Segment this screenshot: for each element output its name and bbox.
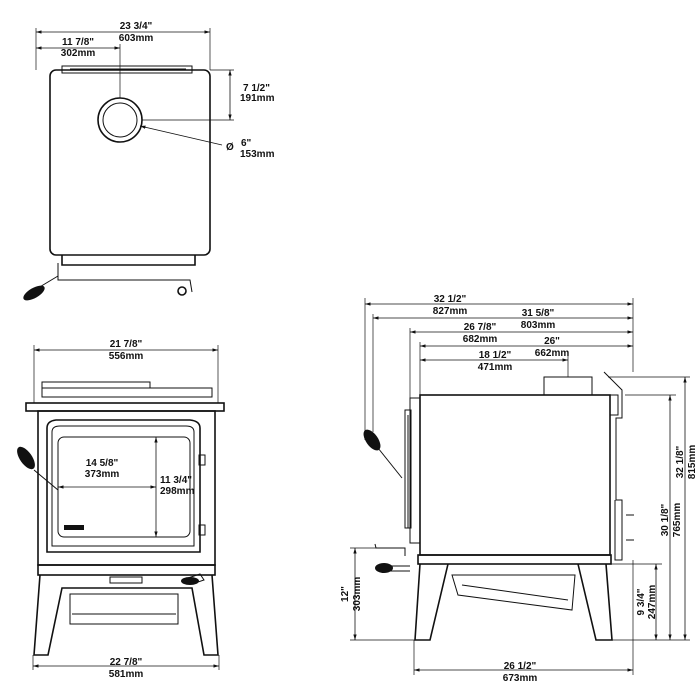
label-flue-from-front-imperial: 18 1/2" — [479, 350, 512, 361]
label-overall-height-metric: 815mm — [687, 445, 698, 480]
side-body — [419, 394, 611, 556]
front-view: 21 7/8" 556mm 14 5/8" 373mm 11 3/4" 298m… — [17, 339, 225, 680]
front-leg — [414, 563, 449, 641]
door-frame — [46, 419, 201, 553]
label-handle-height-metric: 303mm — [352, 577, 363, 612]
label-overall-width-metric: 603mm — [119, 33, 154, 44]
label-flue-diameter-imperial: 6" — [241, 138, 252, 149]
label-floor-clearance-imperial: 9 3/4" — [636, 588, 647, 615]
door-handle-knob — [17, 446, 35, 470]
label-floor-clearance-metric: 247mm — [647, 585, 658, 620]
top-view-outline — [23, 65, 211, 301]
ash-drawer — [69, 593, 179, 625]
flue-collar-side — [543, 376, 593, 396]
door-handle-knob — [23, 285, 45, 301]
label-glass-height-imperial: 11 3/4" — [160, 475, 192, 486]
side-view: 32 1/2" 827mm 31 5/8" 803mm 26 7/8" 682m… — [340, 294, 698, 684]
label-overall-height-imperial: 32 1/8" — [675, 445, 686, 478]
label-overall-depth-metric: 827mm — [433, 306, 468, 317]
label-flue-from-back-metric: 191mm — [240, 93, 275, 104]
label-flue-from-side-metric: 302mm — [61, 48, 96, 59]
brand-badge — [64, 525, 84, 530]
label-top-width-imperial: 21 7/8" — [110, 339, 143, 350]
front-view-outline — [17, 381, 225, 656]
label-glass-height-metric: 298mm — [160, 486, 195, 497]
label-overall-width-imperial: 23 3/4" — [120, 21, 153, 32]
label-depth-d-imperial: 26" — [544, 336, 560, 347]
label-diameter-symbol: Ø — [226, 142, 234, 153]
stove-legs — [33, 574, 219, 656]
label-flue-from-back-imperial: 7 1/2" — [243, 83, 270, 94]
label-leg-width-imperial: 22 7/8" — [110, 657, 143, 668]
leader-flue-diameter — [139, 125, 223, 146]
label-flue-diameter-metric: 153mm — [240, 149, 275, 160]
top-view: 23 3/4" 603mm 11 7/8" 302mm 7 1/2" 191mm… — [23, 21, 275, 301]
side-view-outline — [363, 371, 634, 641]
label-height-to-flue-metric: 765mm — [672, 503, 683, 538]
label-leg-width-metric: 581mm — [109, 669, 144, 680]
label-glass-width-metric: 373mm — [85, 469, 120, 480]
door-handle-knob — [363, 429, 381, 451]
label-leg-depth-metric: 673mm — [503, 673, 538, 684]
label-glass-width-imperial: 14 5/8" — [86, 458, 119, 469]
label-top-width-metric: 556mm — [109, 351, 144, 362]
caster-wheel — [177, 286, 187, 296]
label-depth-d-metric: 662mm — [535, 348, 570, 359]
label-height-to-flue-imperial: 30 1/8" — [660, 503, 671, 536]
label-depth-b-metric: 803mm — [521, 320, 556, 331]
label-depth-c-imperial: 26 7/8" — [464, 322, 497, 333]
label-depth-b-imperial: 31 5/8" — [522, 308, 555, 319]
label-handle-height-imperial: 12" — [340, 586, 351, 602]
label-overall-depth-imperial: 32 1/2" — [434, 294, 467, 305]
label-leg-depth-imperial: 26 1/2" — [504, 661, 537, 672]
rear-leg — [577, 563, 613, 641]
flue-collar — [97, 97, 143, 143]
label-flue-from-side-imperial: 11 7/8" — [62, 37, 94, 48]
ash-handle-knob — [375, 563, 393, 573]
label-flue-from-front-metric: 471mm — [478, 362, 513, 373]
ash-pan-side — [451, 574, 576, 611]
label-depth-c-metric: 682mm — [463, 334, 498, 345]
